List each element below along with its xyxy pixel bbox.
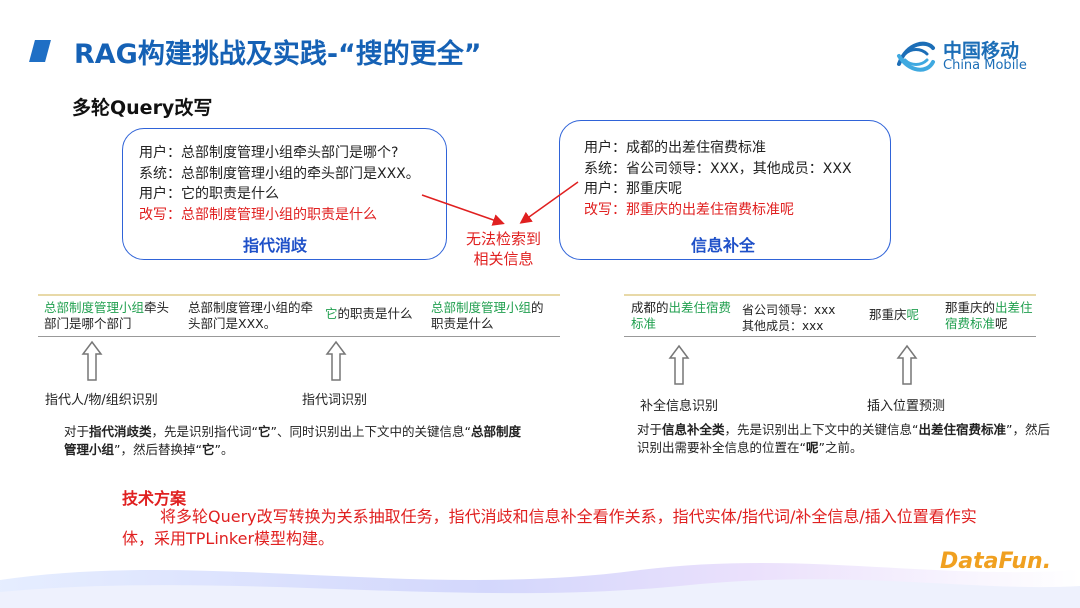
left-description: 对于指代消歧类，先是识别指代词“它”、同时识别出上下文中的关键信息“总部制度管理… <box>64 424 521 457</box>
coreference-dialog-bubble <box>122 128 447 260</box>
datafun-logo: DataFun. <box>940 549 1052 574</box>
retrieval-failure-note: 无法检索到 相关信息 <box>466 229 541 269</box>
note-line: 相关信息 <box>473 250 534 268</box>
left-table-bottom-rule <box>38 336 560 337</box>
dialog-line: 系统：省公司领导：XXX，其他成员：XXX <box>584 160 852 177</box>
logo-cn-text: 中国移动 <box>943 40 1020 62</box>
right-table-cell: 成都的出差住宿费标准 <box>631 300 732 331</box>
arrow-left-to-note <box>421 194 505 226</box>
footer-wave <box>0 562 1080 608</box>
dialog-line: 用户：它的职责是什么 <box>139 186 279 202</box>
up-arrow-icon <box>668 344 690 385</box>
section-subtitle: 多轮Query改写 <box>72 97 213 119</box>
left-label-1: 指代人/物/组织识别 <box>45 393 158 408</box>
arrow-right-to-note <box>519 181 579 224</box>
left-table-cell: 总部制度管理小组的职责是什么 <box>431 300 544 331</box>
coreference-caption: 指代消歧 <box>243 236 308 255</box>
right-description: 对于信息补全类，先是识别出上下文中的关键信息“出差住宿费标准”，然后识别出需要补… <box>637 422 1051 455</box>
left-table-cell: 总部制度管理小组牵头部门是哪个部门 <box>44 300 170 331</box>
note-line: 无法检索到 <box>466 230 542 248</box>
title-accent-bar <box>29 40 51 62</box>
logo-en-text: China Mobile <box>943 58 1027 73</box>
cell-line: 其他成员：xxx <box>742 319 824 333</box>
right-table-cell: 省公司领导：xxx 其他成员：xxx <box>742 302 860 334</box>
right-table-bottom-rule <box>624 336 1036 337</box>
right-table-cell: 那重庆的出差住宿费标准呢 <box>945 300 1033 331</box>
dialog-line: 用户：总部制度管理小组牵头部门是哪个? <box>139 145 399 161</box>
right-table-cell: 那重庆呢 <box>869 307 920 322</box>
dialog-rewrite-line: 改写：总部制度管理小组的职责是什么 <box>139 206 377 223</box>
right-table-top-rule <box>624 294 1036 296</box>
left-table-cell: 总部制度管理小组的牵头部门是XXX。 <box>188 300 314 331</box>
completion-dialog: 用户：成都的出差住宿费标准 系统：省公司领导：XXX，其他成员：XXX 用户：那… <box>584 138 852 220</box>
china-mobile-logo-icon <box>897 41 935 72</box>
completion-dialog-bubble <box>559 120 891 260</box>
page-title: RAG构建挑战及实践-“搜的更全” <box>74 39 482 70</box>
dialog-line: 系统：总部制度管理小组的牵头部门是XXX。 <box>139 165 420 182</box>
left-label-2: 指代词识别 <box>302 393 368 408</box>
completion-caption: 信息补全 <box>691 236 756 255</box>
red-arrows <box>421 181 579 226</box>
dialog-rewrite-line: 改写：那重庆的出差住宿费标准呢 <box>584 201 794 218</box>
dialog-line: 用户：那重庆呢 <box>584 181 682 197</box>
up-arrow-icon <box>81 340 103 381</box>
left-table-cell: 它的职责是什么 <box>325 306 413 321</box>
dialog-line: 用户：成都的出差住宿费标准 <box>584 140 766 156</box>
right-label-2: 插入位置预测 <box>867 399 946 414</box>
right-label-1: 补全信息识别 <box>640 399 719 414</box>
up-arrow-icon <box>325 340 347 381</box>
tech-solution-body: 将多轮Query改写转换为关系抽取任务，指代消歧和信息补全看作关系，指代实体/指… <box>122 507 977 548</box>
cell-line: 省公司领导：xxx <box>742 303 836 317</box>
china-mobile-logo: 中国移动 China Mobile <box>893 34 1043 78</box>
coreference-dialog: 用户：总部制度管理小组牵头部门是哪个? 系统：总部制度管理小组的牵头部门是XXX… <box>139 143 420 225</box>
left-table-top-rule <box>38 294 560 296</box>
up-arrow-icon <box>896 344 918 385</box>
tech-solution-heading: 技术方案 <box>122 489 187 508</box>
